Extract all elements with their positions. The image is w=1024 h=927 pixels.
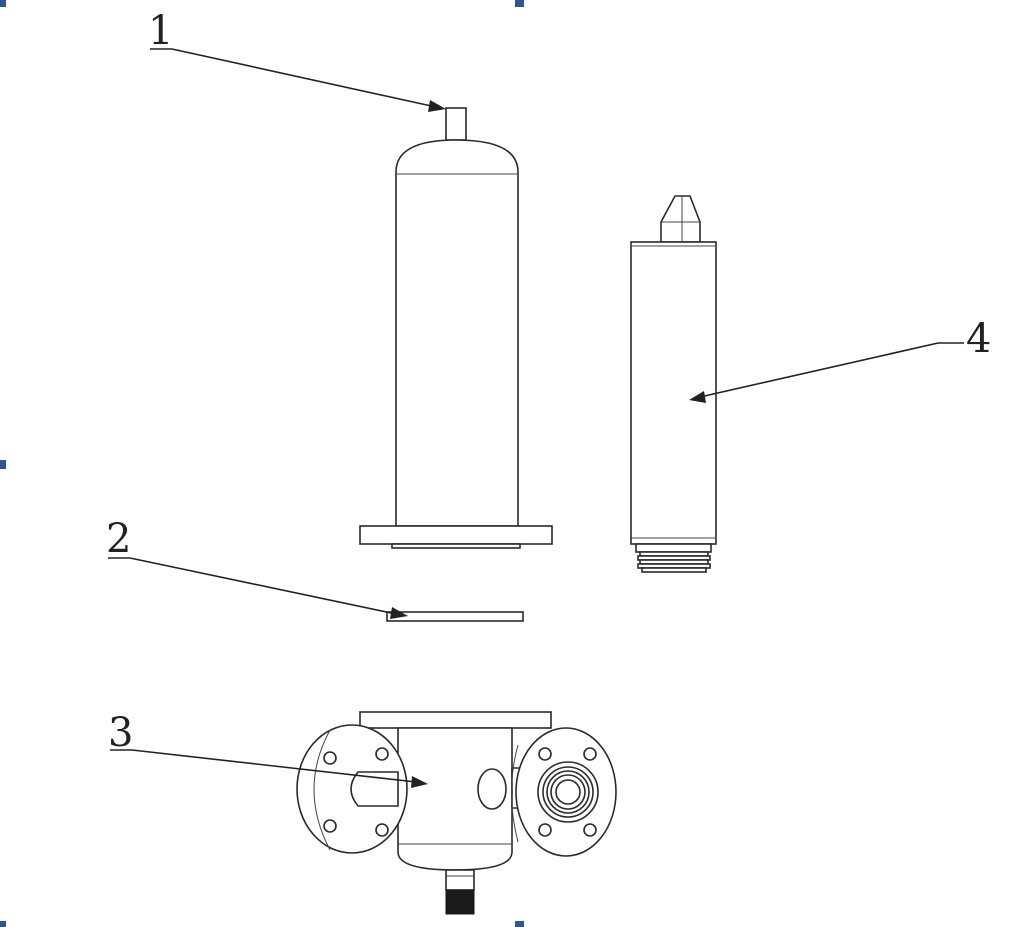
filter-base — [296, 711, 617, 915]
selection-handle-top-middle[interactable] — [515, 0, 524, 7]
callout-label-2: 2 — [106, 516, 131, 562]
selection-handle-bottom-middle[interactable] — [515, 921, 524, 927]
callout-1 — [150, 48, 446, 112]
callout-3 — [110, 749, 428, 788]
filter-element — [630, 195, 717, 573]
callout-label-3: 3 — [108, 710, 133, 756]
housing-cover — [359, 107, 553, 549]
gasket — [386, 611, 524, 622]
selection-handle-bottom-left[interactable] — [0, 921, 6, 927]
callout-label-4: 4 — [966, 316, 991, 362]
callout-label-1: 1 — [148, 8, 173, 54]
selection-handle-middle-left[interactable] — [0, 460, 6, 469]
selection-handles[interactable] — [0, 0, 524, 927]
filter-thread — [637, 551, 711, 573]
selection-handle-top-left[interactable] — [0, 0, 6, 7]
callout-4 — [689, 342, 964, 403]
callout-2 — [108, 557, 408, 619]
